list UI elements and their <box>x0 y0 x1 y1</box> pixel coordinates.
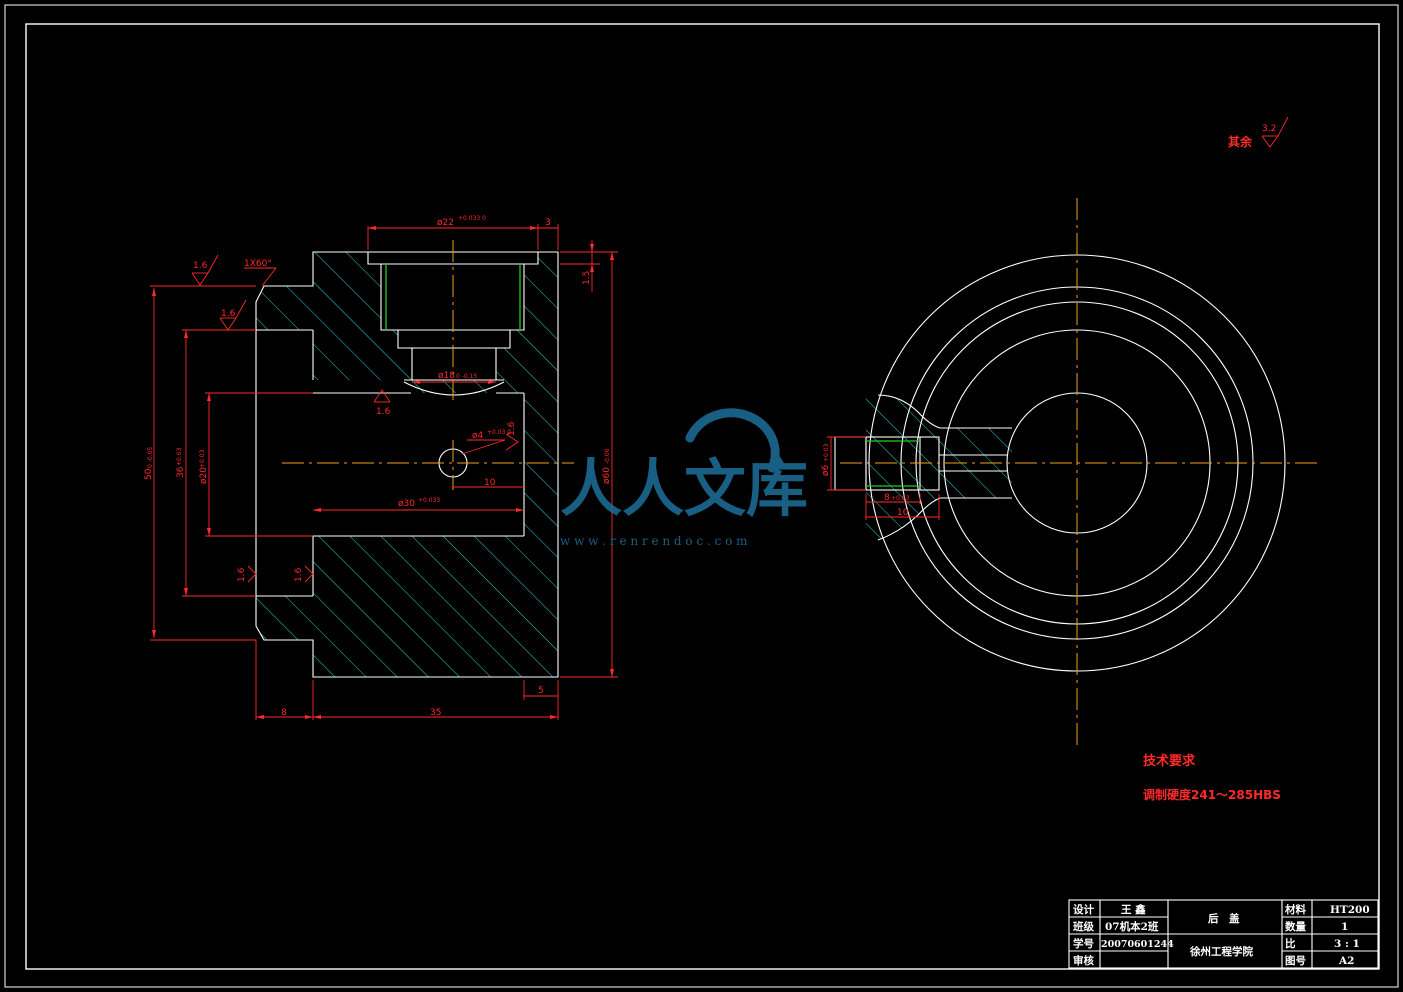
tb-scale-value: 3 : 1 <box>1334 938 1360 950</box>
dim-d20-tol: +0.03 <box>199 449 206 468</box>
watermark-logo-icon <box>685 408 780 473</box>
dim-d4: ø4 <box>472 431 484 441</box>
chamfer-dim: 1X60° <box>244 259 272 269</box>
dim-d36: 36 <box>176 466 186 478</box>
dim-d60-tol: -0.06 <box>604 448 611 464</box>
tb-design-value: 王 鑫 <box>1121 903 1146 916</box>
dim-l8: 8 <box>281 708 287 718</box>
dim-d4-tol: +0.03 0 <box>487 429 511 436</box>
dim-d8-tol: +0.03 <box>891 495 910 502</box>
tb-class-label: 班级 <box>1073 920 1095 933</box>
dim-w3: 3 <box>545 218 551 228</box>
tb-material-label: 材料 <box>1284 903 1307 916</box>
dim-d36-tol: +0.03 <box>176 447 183 466</box>
tb-school: 徐州工程学院 <box>1189 945 1253 958</box>
dim-d30-tol: +0.033 <box>418 497 440 504</box>
end-view-centerlines <box>840 198 1318 750</box>
dim-d6-tol: +0.03 <box>823 443 830 462</box>
outer-frame <box>4 4 1399 988</box>
roughness-note: 其余 3.2 <box>1228 116 1289 149</box>
tech-req-title: 技术要求 <box>1143 753 1196 769</box>
tb-class-value: 07机本2班 <box>1105 920 1159 933</box>
section-dimension-lines <box>150 224 618 720</box>
tb-qty-value: 1 <box>1341 921 1348 933</box>
tb-material-value: HT200 <box>1330 904 1370 916</box>
tb-review-label: 审核 <box>1073 954 1095 967</box>
section-view: 1X60° 1.6 1.6 1.6 1.6 1.6 1.6 ø22 +0.033… <box>144 215 618 720</box>
thread-lines <box>385 264 521 330</box>
tb-sheet-value: A2 <box>1338 955 1354 967</box>
dim-l5: 5 <box>538 686 544 696</box>
watermark-url: w w w . r e n r e n d o c . c o m <box>560 534 748 548</box>
dim-d50: 50 <box>144 468 154 480</box>
dim-d50-tol: 0 -0.05 <box>147 447 154 468</box>
title-block: 设计 王 鑫 班级 07机本2班 学号 20070601244 审核 后 盖 徐… <box>1068 899 1379 969</box>
roughness-rest-label: 其余 <box>1228 134 1253 149</box>
tech-requirements: 技术要求 调制硬度241～285HBS <box>1143 753 1281 802</box>
dim-d22: ø22 <box>437 218 454 228</box>
inner-frame <box>25 23 1380 970</box>
dim-l35: 35 <box>430 708 441 718</box>
dim-d20: ø20 <box>199 467 209 484</box>
dim-l10-right: 10 <box>897 508 909 518</box>
watermark-brand: 人人文库 <box>560 452 808 525</box>
dim-d30: ø30 <box>398 499 415 509</box>
end-view-dimension-lines <box>827 436 940 520</box>
dim-d18: ø18 <box>438 371 455 381</box>
dim-d22-tol: +0.033 0 <box>458 215 486 222</box>
tb-id-label: 学号 <box>1073 937 1094 950</box>
tb-design-label: 设计 <box>1073 903 1095 916</box>
tb-part-name: 后 盖 <box>1208 912 1240 925</box>
section-centerlines <box>282 240 574 490</box>
tech-req-line1: 调制硬度241～285HBS <box>1143 787 1281 802</box>
tb-sheet-label: 图号 <box>1285 955 1306 967</box>
dim-h15: 1.5 <box>582 271 592 285</box>
roughness-small-hole: 1.6 <box>507 421 517 436</box>
end-view: ø6 +0.03 8 +0.03 10 <box>821 198 1318 750</box>
roughness-bore-bottom: 1.6 <box>376 407 391 417</box>
roughness-chamfer-face: 1.6 <box>193 261 208 271</box>
section-arrowheads <box>152 226 614 719</box>
roughness-left-bore: 1.6 <box>221 309 236 319</box>
end-view-thread <box>866 440 920 487</box>
dim-d6-right: ø6 <box>821 464 831 476</box>
roughness-left-face-b: 1.6 <box>294 567 304 582</box>
dim-l10-left: 10 <box>484 478 496 488</box>
dim-d8-right: 8 <box>884 493 890 503</box>
section-hatching <box>256 252 558 677</box>
tb-qty-label: 数量 <box>1284 920 1307 933</box>
tb-id-value: 20070601244 <box>1101 939 1174 950</box>
tb-scale-label: 比 <box>1285 937 1296 950</box>
end-view-boss <box>834 394 1012 541</box>
roughness-left-face-a: 1.6 <box>237 567 247 582</box>
dim-d60: ø60 <box>602 467 612 484</box>
watermark: 人人文库 w w w . r e n r e n d o c . c o m <box>560 408 808 548</box>
roughness-rest-value: 3.2 <box>1262 124 1276 134</box>
dim-d18-tol: 0 -0.15 <box>456 373 477 380</box>
